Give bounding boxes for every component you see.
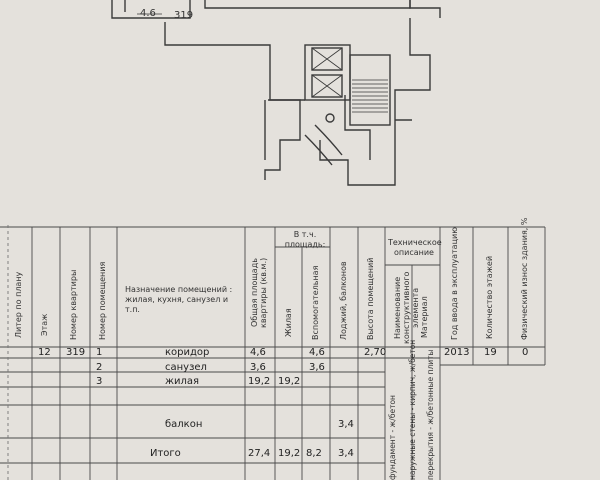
col-header-incl-area: В т.ч. площадь: [284, 230, 326, 249]
col-header-wear: Физический износ здания, % [520, 217, 529, 341]
cell-total: 27,4 [248, 448, 271, 459]
cell-height: 2,70 [364, 347, 387, 358]
col-header-year: Год ввода в эксплуатацию [450, 227, 459, 340]
cell-floor: 12 [38, 347, 51, 358]
cell-total: 4,6 [250, 347, 266, 358]
col-header-height: Высота помещений [366, 257, 375, 340]
cell-aux: 4,6 [309, 347, 325, 358]
material-slabs: перекрытия - ж/бетонные плиты [426, 349, 435, 480]
col-header-apartment: Номер квартиры [69, 269, 78, 340]
material-foundation: фундамент - ж/бетон [388, 395, 397, 480]
cell-room: 2 [96, 362, 103, 373]
col-header-element-name: Наименование конструктивного элемента [393, 271, 420, 345]
cell-wear: 0 [522, 347, 529, 358]
area-table-grid [0, 225, 546, 480]
col-header-material: Материал [420, 296, 429, 339]
material-walls: наружные стены - кирпич, ж/бетон [408, 339, 417, 480]
col-header-auxiliary: Вспомогательная [311, 265, 320, 340]
cell-living: 19,2 [278, 448, 301, 459]
cell-purpose: жилая [165, 376, 200, 387]
cell-total: 19,2 [248, 376, 271, 387]
col-header-purpose: Назначение помещений : жилая, кухня, сан… [125, 285, 233, 314]
plan-apartment-label: 319 [174, 10, 194, 21]
cell-room: 1 [96, 347, 103, 358]
cell-purpose: Итого [150, 448, 181, 459]
cell-purpose: балкон [165, 419, 203, 430]
cell-aux: 8,2 [306, 448, 322, 459]
cell-purpose: коридор [165, 347, 210, 358]
col-header-floor: Этаж [40, 313, 49, 337]
col-header-letter: Литер по плану [14, 271, 23, 338]
col-header-tech-desc: Техническое описание [388, 238, 442, 257]
col-header-floors-count: Количество этажей [485, 255, 494, 340]
cell-aux: 3,6 [309, 362, 325, 373]
cell-purpose: санузел [165, 362, 207, 373]
col-header-loggias: Лоджий, балконов [339, 261, 348, 340]
col-header-living: Жилая [284, 308, 293, 337]
col-header-room: Номер помещения [98, 261, 107, 340]
cell-living: 19,2 [278, 376, 301, 387]
cell-loggia: 3,4 [338, 419, 354, 430]
cell-total: 3,6 [250, 362, 266, 373]
cell-apartment: 319 [66, 347, 86, 358]
floor-plan [111, 0, 441, 186]
plan-dimension-label: 4.6 [140, 8, 156, 19]
col-header-total-area: Общая площадь квартиры (кв.м.) [250, 257, 268, 328]
cell-year: 2013 [444, 347, 470, 358]
cell-loggia: 3,4 [338, 448, 354, 459]
cell-floors: 19 [484, 347, 497, 358]
cell-room: 3 [96, 376, 103, 387]
